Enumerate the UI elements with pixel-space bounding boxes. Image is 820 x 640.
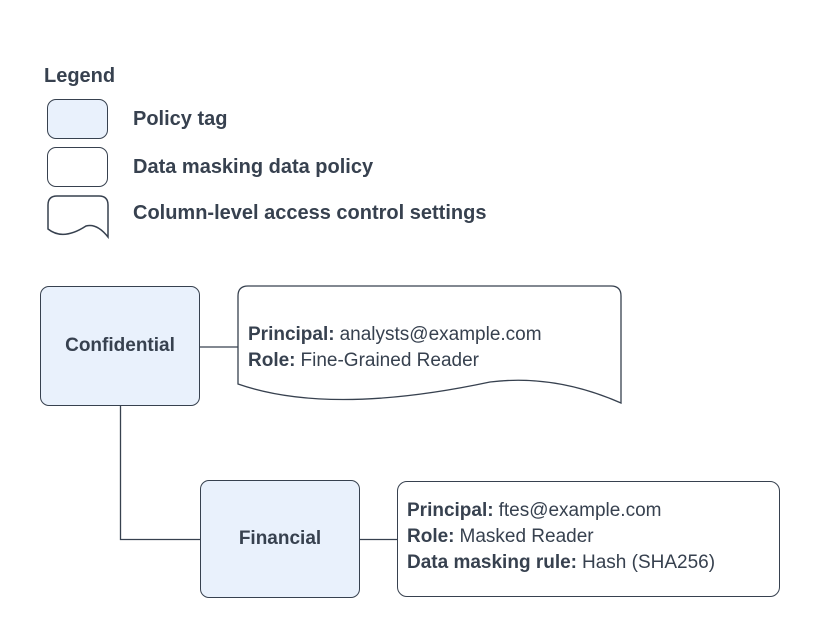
acl-note-line-role: Role:Fine-Grained Reader [248,348,542,374]
acl-note-shape [237,285,622,404]
masking-role-label: Role: [407,526,455,547]
legend-label-column-acl: Column-level access control settings [133,202,487,224]
column-acl-swatch [47,195,109,240]
acl-principal-label: Principal: [248,324,335,345]
masking-rule-value: Hash (SHA256) [582,552,716,573]
acl-note-line-principal: Principal:analysts@example.com [248,322,542,348]
masking-line-principal: Principal:ftes@example.com [407,498,715,524]
policy-tag-financial-label: Financial [238,528,322,549]
legend-label-policy-tag: Policy tag [133,108,228,130]
masking-rule-label: Data masking rule: [407,552,577,573]
acl-role-value: Fine-Grained Reader [300,350,479,371]
masking-role-value: Masked Reader [459,526,594,547]
data-masking-policy-swatch [47,147,108,187]
connector-confidential-financial [119,406,200,541]
masking-policy-text: Principal:ftes@example.com Role:Masked R… [407,498,715,576]
legend-label-data-masking-policy: Data masking data policy [133,156,374,178]
legend-title: Legend [44,65,116,87]
masking-policy-shape [397,481,780,597]
masking-line-role: Role:Masked Reader [407,524,715,550]
acl-role-label: Role: [248,350,296,371]
policy-tag-confidential: Confidential [40,286,200,406]
policy-tag-confidential-label: Confidential [65,335,175,356]
acl-principal-value: analysts@example.com [339,324,542,345]
masking-principal-value: ftes@example.com [498,500,662,521]
acl-note-text: Principal:analysts@example.com Role:Fine… [248,322,542,374]
policy-tag-swatch [47,99,108,139]
masking-line-rule: Data masking rule:Hash (SHA256) [407,550,715,576]
policy-tag-financial: Financial [200,480,360,598]
masking-principal-label: Principal: [407,500,494,521]
